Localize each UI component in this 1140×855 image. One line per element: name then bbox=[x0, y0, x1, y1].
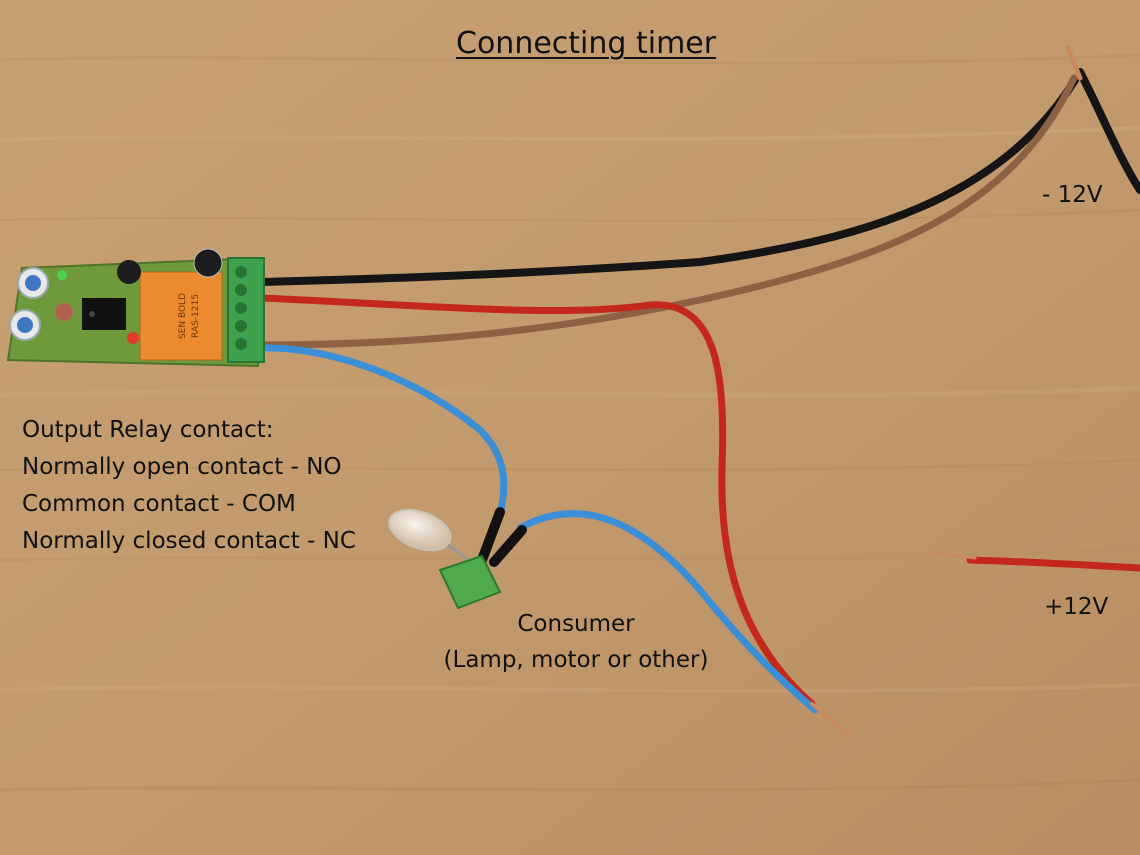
timer-pcb: SEN BOLD RAS-1215 bbox=[6, 248, 265, 368]
relay: SEN BOLD RAS-1215 bbox=[139, 271, 223, 361]
consumer-title: Consumer bbox=[517, 611, 635, 637]
lamp-terminal-block bbox=[438, 554, 502, 610]
relay-item-com: Common contact - COM bbox=[22, 491, 296, 517]
copper-wire-ends bbox=[810, 45, 1083, 738]
lamp-consumer bbox=[388, 508, 502, 610]
consumer-subtitle: (Lamp, motor or other) bbox=[443, 647, 709, 673]
relay-marking: SEN BOLD bbox=[178, 293, 188, 339]
ic-chip bbox=[82, 298, 126, 330]
page-title: Connecting timer bbox=[456, 26, 717, 61]
relay-contact-list: Output Relay contact: Normally open cont… bbox=[22, 412, 356, 560]
black-wire bbox=[258, 68, 1140, 286]
negative-supply-label: - 12V bbox=[1042, 182, 1103, 208]
heat-shrink-sleeves bbox=[477, 507, 527, 567]
relay-item-nc: Normally closed contact - NC bbox=[22, 528, 356, 554]
brown-wire bbox=[258, 74, 1078, 349]
red-wire bbox=[258, 294, 1140, 708]
blue-wire bbox=[254, 344, 819, 714]
consumer-label: Consumer (Lamp, motor or other) bbox=[432, 606, 720, 678]
relay-model: RAS-1215 bbox=[191, 294, 201, 338]
screw-terminal-block bbox=[227, 257, 265, 363]
electrolytic-capacitors bbox=[117, 248, 223, 284]
leds bbox=[55, 270, 139, 344]
relay-heading: Output Relay contact: bbox=[22, 417, 274, 443]
relay-item-no: Normally open contact - NO bbox=[22, 454, 342, 480]
positive-supply-label: +12V bbox=[1044, 594, 1109, 620]
trimmer-potentiometers bbox=[9, 267, 49, 341]
